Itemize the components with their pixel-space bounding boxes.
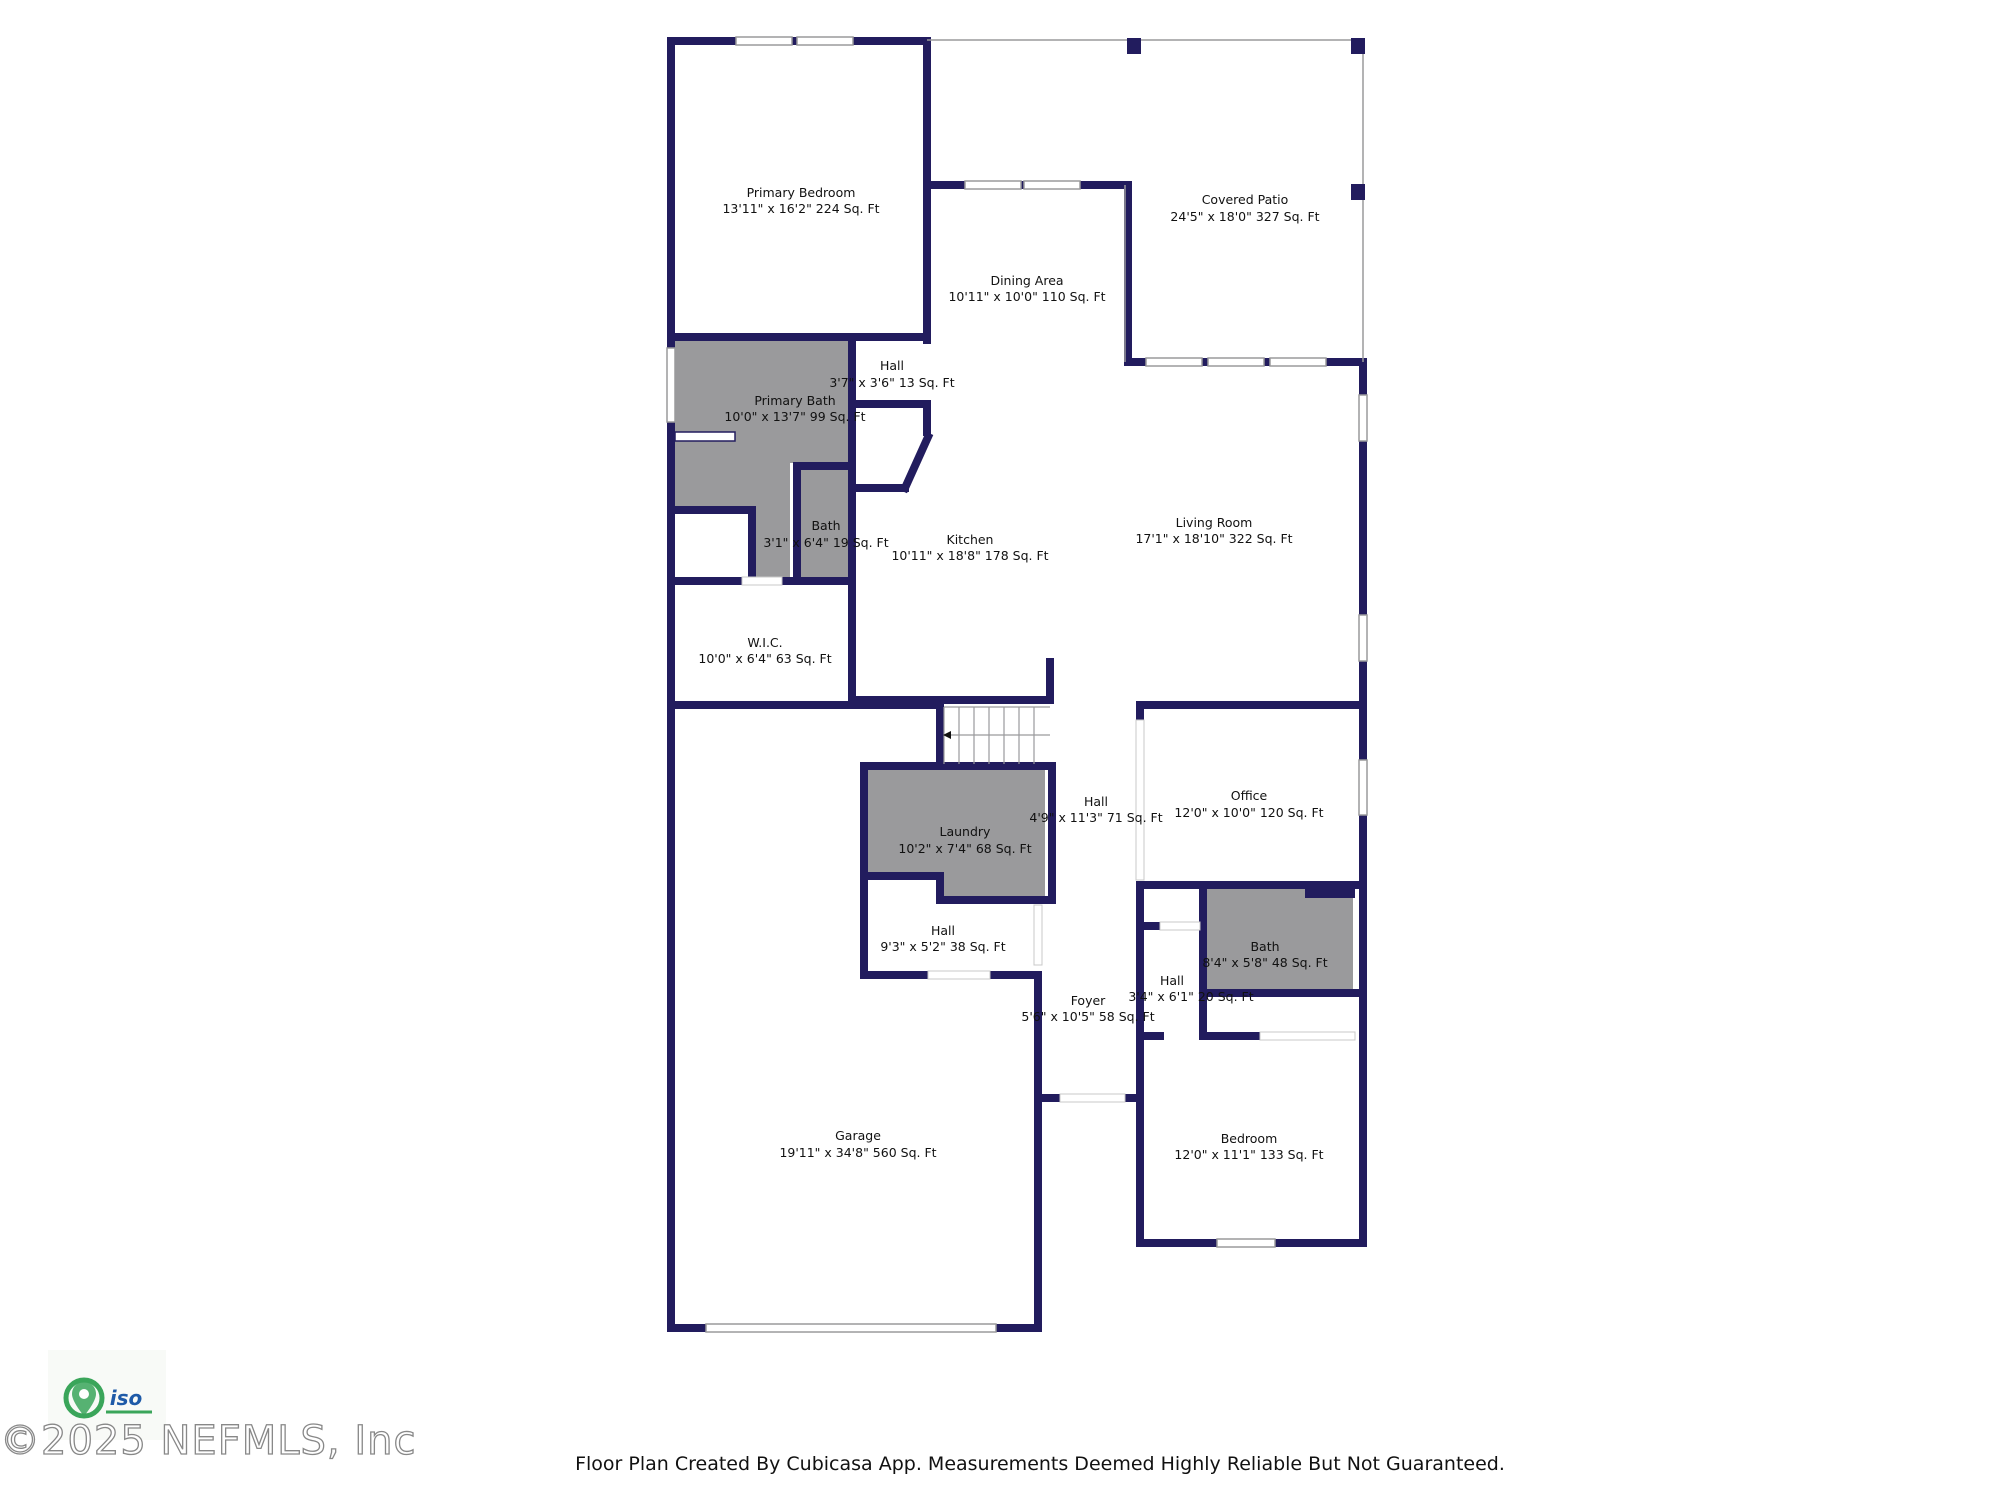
door-opening bbox=[1259, 1031, 1356, 1041]
staircase bbox=[943, 706, 1050, 764]
room-label-foyer: Foyer bbox=[1071, 993, 1106, 1008]
patio-post bbox=[1351, 38, 1365, 54]
room-dims-bath-right: 8'4" x 5'8" 48 Sq. Ft bbox=[1202, 955, 1327, 970]
room-dims-hall-laundry: 9'3" x 5'2" 38 Sq. Ft bbox=[880, 939, 1005, 954]
bath-right-fill bbox=[1207, 889, 1353, 990]
window bbox=[1145, 357, 1203, 367]
door-opening bbox=[1033, 904, 1043, 966]
patio-post bbox=[1127, 38, 1141, 54]
laundry-fill bbox=[866, 768, 1045, 897]
room-label-dining-area: Dining Area bbox=[990, 273, 1063, 288]
door-opening bbox=[1159, 921, 1201, 931]
room-label-office: Office bbox=[1231, 788, 1268, 803]
iso-logo-icon: iso bbox=[48, 1350, 166, 1440]
windows bbox=[666, 36, 1368, 1333]
room-dims-dining-area: 10'11" x 10'0" 110 Sq. Ft bbox=[948, 289, 1105, 304]
patio-posts bbox=[1127, 38, 1365, 200]
window bbox=[1358, 614, 1368, 662]
window bbox=[735, 36, 793, 46]
window bbox=[964, 180, 1022, 190]
room-dims-office: 12'0" x 10'0" 120 Sq. Ft bbox=[1174, 805, 1323, 820]
room-label-primary-bedroom: Primary Bedroom bbox=[747, 185, 856, 200]
stair-arrow-icon bbox=[943, 731, 951, 739]
door-opening bbox=[1059, 1093, 1126, 1103]
window bbox=[1023, 180, 1081, 190]
primary-bath-fill bbox=[674, 340, 852, 578]
window bbox=[1216, 1238, 1276, 1248]
room-label-laundry: Laundry bbox=[940, 824, 992, 839]
room-dims-covered-patio: 24'5" x 18'0" 327 Sq. Ft bbox=[1170, 209, 1319, 224]
room-label-wic: W.I.C. bbox=[747, 635, 782, 650]
room-label-garage: Garage bbox=[835, 1128, 881, 1143]
walls bbox=[667, 37, 1367, 1332]
logo-text: iso bbox=[110, 1386, 143, 1410]
room-label-bath-small: Bath bbox=[811, 518, 840, 533]
room-label-hall-laundry: Hall bbox=[931, 923, 955, 938]
room-dims-laundry: 10'2" x 7'4" 68 Sq. Ft bbox=[898, 841, 1031, 856]
window bbox=[1207, 357, 1265, 367]
door-openings bbox=[741, 576, 1356, 1103]
room-dims-garage: 19'11" x 34'8" 560 Sq. Ft bbox=[779, 1145, 936, 1160]
room-dims-living-room: 17'1" x 18'10" 322 Sq. Ft bbox=[1135, 531, 1292, 546]
room-label-bath-right: Bath bbox=[1250, 939, 1279, 954]
copyright-watermark: ©2025 NEFMLS, Inc bbox=[0, 1417, 417, 1464]
patio-post bbox=[1351, 184, 1365, 200]
room-label-hall-upper: Hall bbox=[880, 358, 904, 373]
room-dims-bedroom: 12'0" x 11'1" 133 Sq. Ft bbox=[1174, 1147, 1323, 1162]
room-dims-primary-bath: 10'0" x 13'7" 99 Sq. Ft bbox=[724, 409, 865, 424]
room-dims-wic: 10'0" x 6'4" 63 Sq. Ft bbox=[698, 651, 831, 666]
room-dims-bath-small: 3'1" x 6'4" 19 Sq. Ft bbox=[763, 535, 888, 550]
floor-plan-disclaimer: Floor Plan Created By Cubicasa App. Meas… bbox=[575, 1453, 1505, 1475]
window bbox=[666, 347, 676, 423]
wet-room-fills bbox=[674, 340, 1353, 990]
door-opening bbox=[927, 970, 991, 980]
room-label-hall-center: Hall bbox=[1084, 794, 1108, 809]
room-dims-hall-center: 4'9" x 11'3" 71 Sq. Ft bbox=[1029, 810, 1162, 825]
window bbox=[1358, 394, 1368, 442]
room-label-kitchen: Kitchen bbox=[947, 532, 994, 547]
door-opening bbox=[1135, 719, 1145, 881]
room-labels: Primary Bedroom 13'11" x 16'2" 224 Sq. F… bbox=[698, 185, 1327, 1162]
room-dims-primary-bedroom: 13'11" x 16'2" 224 Sq. Ft bbox=[722, 201, 879, 216]
room-dims-hall-upper: 3'7" x 3'6" 13 Sq. Ft bbox=[829, 375, 954, 390]
room-label-covered-patio: Covered Patio bbox=[1202, 192, 1289, 207]
window bbox=[796, 36, 854, 46]
bath-right-vanity bbox=[1305, 886, 1355, 898]
room-dims-kitchen: 10'11" x 18'8" 178 Sq. Ft bbox=[891, 548, 1048, 563]
door-opening bbox=[741, 576, 783, 586]
room-label-living-room: Living Room bbox=[1176, 515, 1253, 530]
room-dims-hall-right: 3'4" x 6'1" 20 Sq. Ft bbox=[1128, 989, 1253, 1004]
window bbox=[1358, 759, 1368, 816]
garage-door bbox=[705, 1323, 997, 1333]
room-label-bedroom: Bedroom bbox=[1221, 1131, 1278, 1146]
window bbox=[1269, 357, 1327, 367]
patio-outline bbox=[927, 39, 1364, 362]
shower-bench bbox=[674, 431, 736, 442]
room-dims-foyer: 5'6" x 10'5" 58 Sq. Ft bbox=[1021, 1009, 1154, 1024]
room-label-hall-right: Hall bbox=[1160, 973, 1184, 988]
room-label-primary-bath: Primary Bath bbox=[754, 393, 835, 408]
bath-small-fill bbox=[797, 467, 849, 577]
